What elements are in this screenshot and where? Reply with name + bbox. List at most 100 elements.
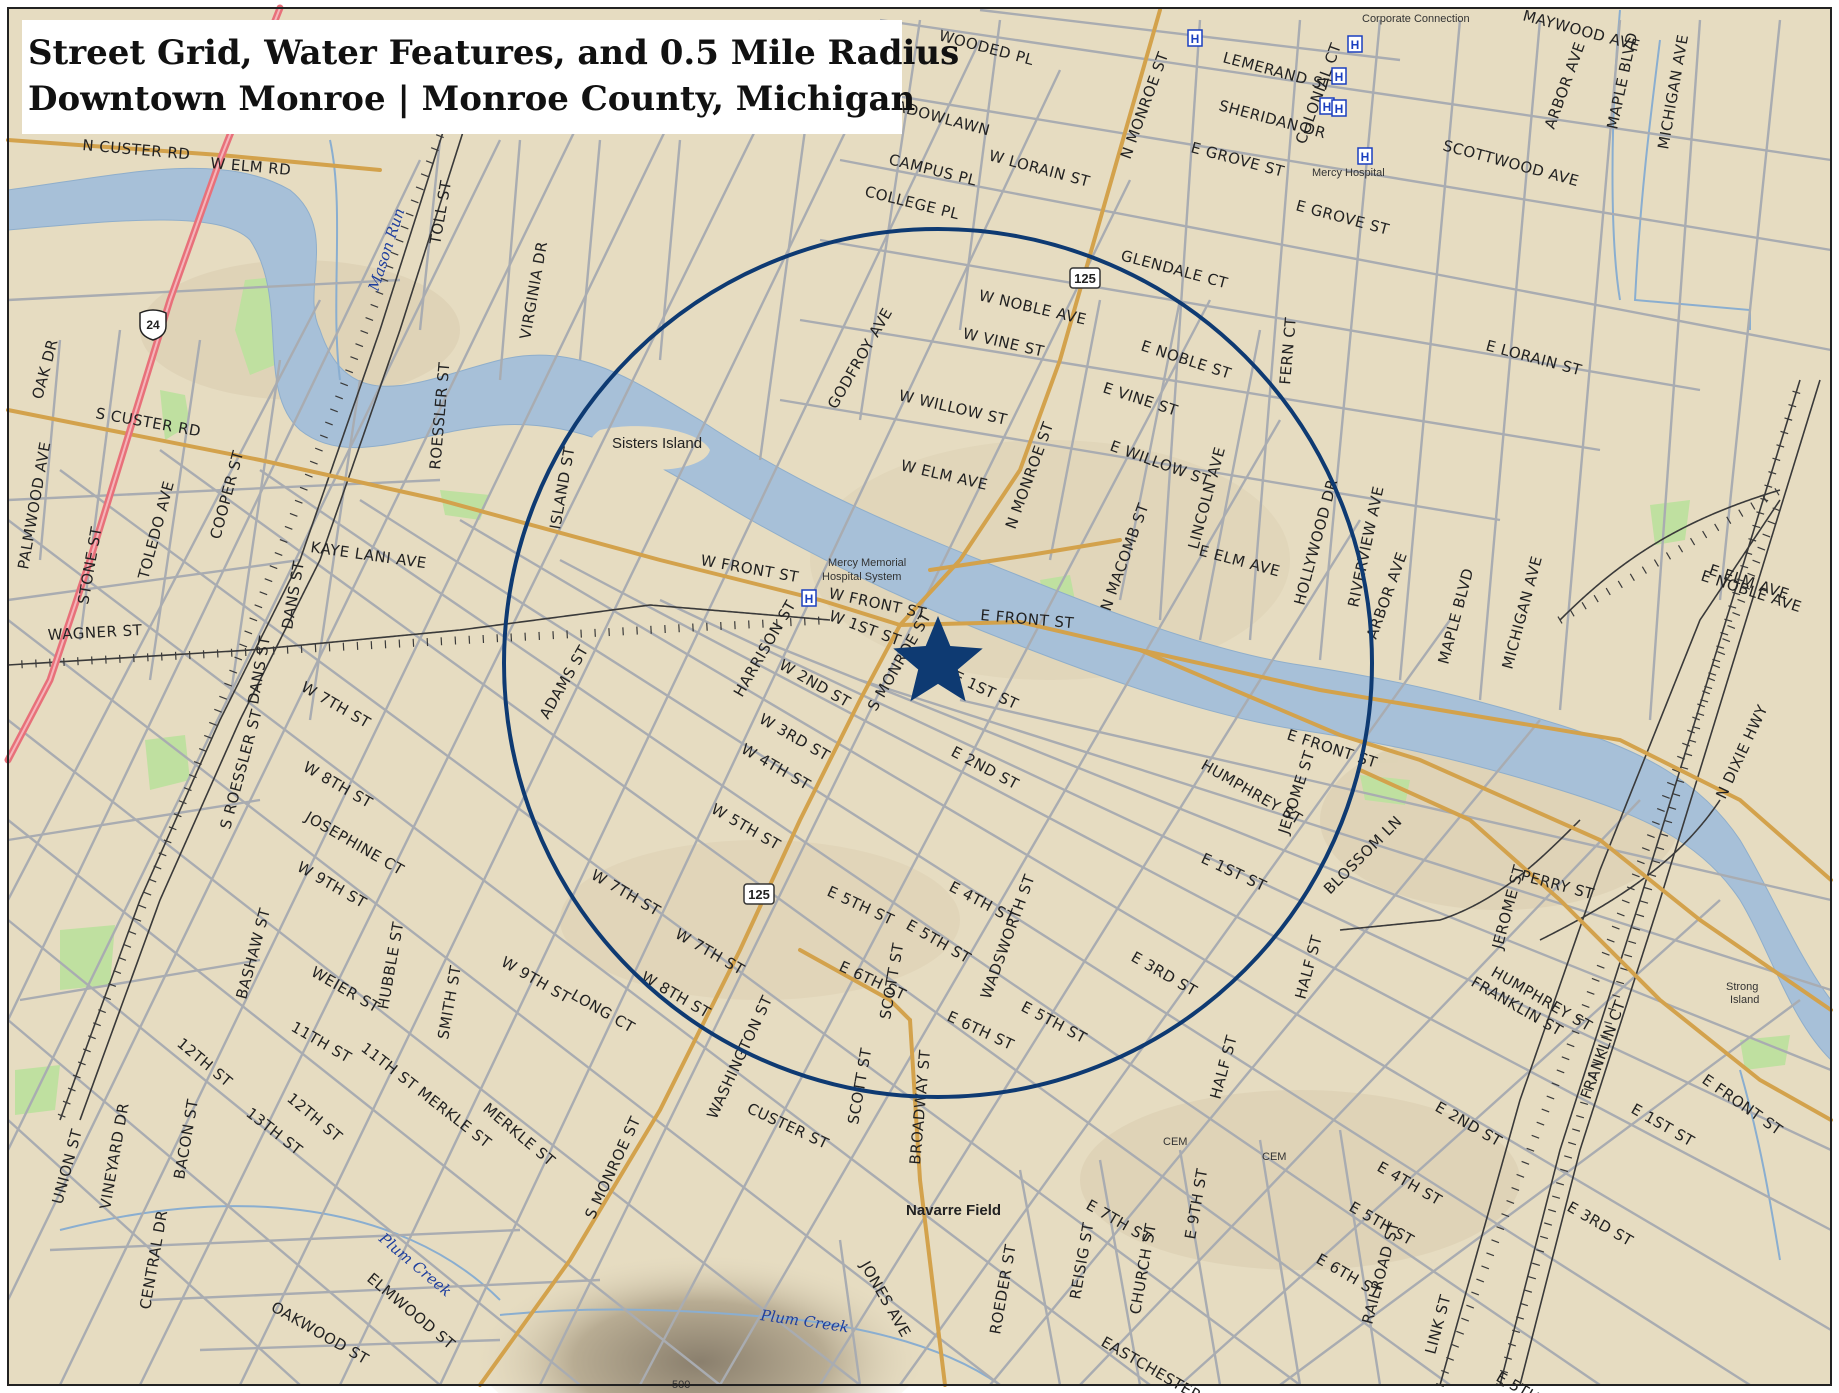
rail-tick [1541, 1108, 1550, 1113]
street-segment [7, 1119, 301, 1386]
rail-tick [1664, 819, 1673, 824]
rail-tick [158, 852, 167, 857]
rail-tick [1504, 1356, 1513, 1360]
rail-tick [340, 382, 349, 387]
route-shield-125-south[interactable]: 125 [743, 883, 775, 905]
rail-tick [1584, 1088, 1593, 1092]
map-title-box: Street Grid, Water Features, and 0.5 Mil… [22, 20, 959, 134]
rail-tick [1722, 638, 1731, 643]
rail-tick [1560, 1168, 1569, 1173]
rail-tick [183, 787, 192, 792]
street-label: FERN CT [1276, 316, 1300, 385]
street-segment [1648, 19, 1702, 721]
rail-tick [1601, 951, 1610, 956]
rail-tick [249, 617, 258, 622]
street-segment [6, 119, 582, 1301]
route-shield-24[interactable]: 24 [139, 309, 167, 341]
street-segment [7, 558, 301, 602]
rail-tick [264, 578, 273, 583]
rail-tick [1690, 537, 1696, 546]
rail-tick [1665, 552, 1672, 560]
rail-tick [1784, 417, 1793, 421]
rail-tick [269, 565, 278, 570]
rail-tick [62, 1100, 71, 1105]
rail-tick [1471, 1291, 1480, 1296]
rail-tick [1586, 990, 1595, 995]
rail-tick [72, 1074, 81, 1079]
street-segment [559, 558, 1832, 1232]
rail-tick [1581, 602, 1587, 610]
rail-tick [1512, 1329, 1521, 1334]
rail-tick [1726, 516, 1732, 525]
rail-tick [1677, 545, 1684, 553]
street-segment [459, 518, 1832, 1332]
street-segment [359, 498, 1751, 1387]
rail-tick [1557, 616, 1563, 624]
rail-tick [1762, 495, 1768, 503]
rail-tick [1572, 1128, 1581, 1132]
hospital-icon: H [1187, 29, 1203, 47]
rail-tick [1636, 860, 1645, 865]
svg-text:H: H [1351, 38, 1360, 52]
street-segment [959, 698, 1832, 902]
street-segment [438, 69, 1062, 1386]
rail-tick [87, 1035, 96, 1040]
rail-tick [279, 538, 288, 543]
rail-tick [1491, 1239, 1500, 1244]
rail-tick [1692, 716, 1701, 721]
rail-tick [365, 316, 374, 321]
street-segment [1198, 329, 1262, 641]
rail-tick [1712, 658, 1721, 663]
rail-tick [1788, 403, 1797, 408]
rail-tick [1616, 912, 1625, 917]
street-segment [138, 79, 782, 1386]
rail-tick [1629, 573, 1635, 582]
rail-tick [1764, 484, 1773, 488]
rail-tick [1732, 591, 1741, 596]
rail-tick [1461, 1317, 1470, 1322]
place-label-cem-2: CEM [1262, 1151, 1286, 1163]
rail-tick [1744, 551, 1753, 555]
star-icon[interactable] [893, 616, 983, 702]
rail-tick [1580, 1101, 1589, 1106]
route-number: 24 [146, 318, 160, 332]
rail-tick [314, 447, 323, 452]
rail-tick [1528, 1275, 1537, 1280]
rail-tick [1680, 766, 1689, 770]
street-grid [6, 8, 1832, 1387]
rail-tick [1532, 1262, 1541, 1266]
rail-tick [355, 343, 364, 348]
street-segment [899, 619, 1451, 1386]
rail-tick [1552, 1195, 1561, 1199]
rail-tick [1750, 502, 1756, 510]
street-segment [859, 678, 1832, 992]
rail-tick [1644, 886, 1653, 891]
street-segment [1178, 1149, 1222, 1386]
rail-tick [1624, 953, 1633, 958]
place-label-island: Island [1730, 994, 1759, 1006]
street-segment [1478, 19, 1542, 701]
rail-tick [1747, 572, 1756, 577]
rail-tick [1551, 1082, 1560, 1087]
rail-tick [1780, 430, 1789, 435]
shield-icon [1069, 267, 1101, 289]
route-shield-125-north[interactable]: 125 [1069, 267, 1101, 289]
rail-tick [385, 264, 394, 269]
hospital-icon: H [1331, 99, 1347, 117]
rail-tick [415, 186, 424, 191]
rail-tick [284, 525, 293, 530]
svg-text:H: H [1191, 32, 1200, 46]
rail-tick [219, 695, 228, 700]
svg-text:H: H [1323, 100, 1332, 114]
rail-tick [1676, 779, 1685, 784]
rail-tick [1506, 1200, 1515, 1205]
street-segment [1258, 1139, 1302, 1386]
rail-tick [1576, 1114, 1585, 1119]
rail-tick [1456, 1330, 1465, 1335]
rail-tick [1568, 1141, 1577, 1146]
rail-tick [173, 813, 182, 818]
street-segment [338, 39, 982, 1386]
street-segment [958, 19, 1002, 331]
